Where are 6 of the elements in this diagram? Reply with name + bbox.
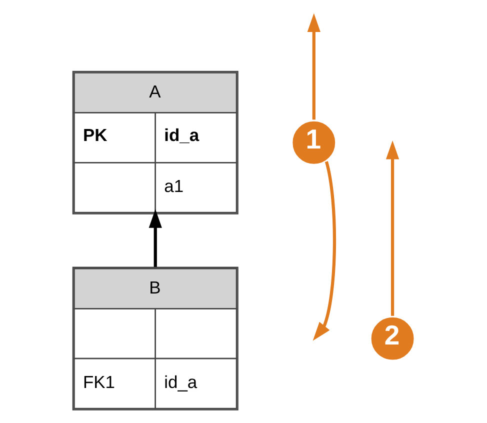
arrow xyxy=(385,140,399,316)
arrow xyxy=(312,161,336,341)
node-circle: 2 xyxy=(368,314,416,362)
node-circle: 1 xyxy=(290,118,338,166)
arrow xyxy=(148,209,162,267)
arrow xyxy=(306,13,320,120)
